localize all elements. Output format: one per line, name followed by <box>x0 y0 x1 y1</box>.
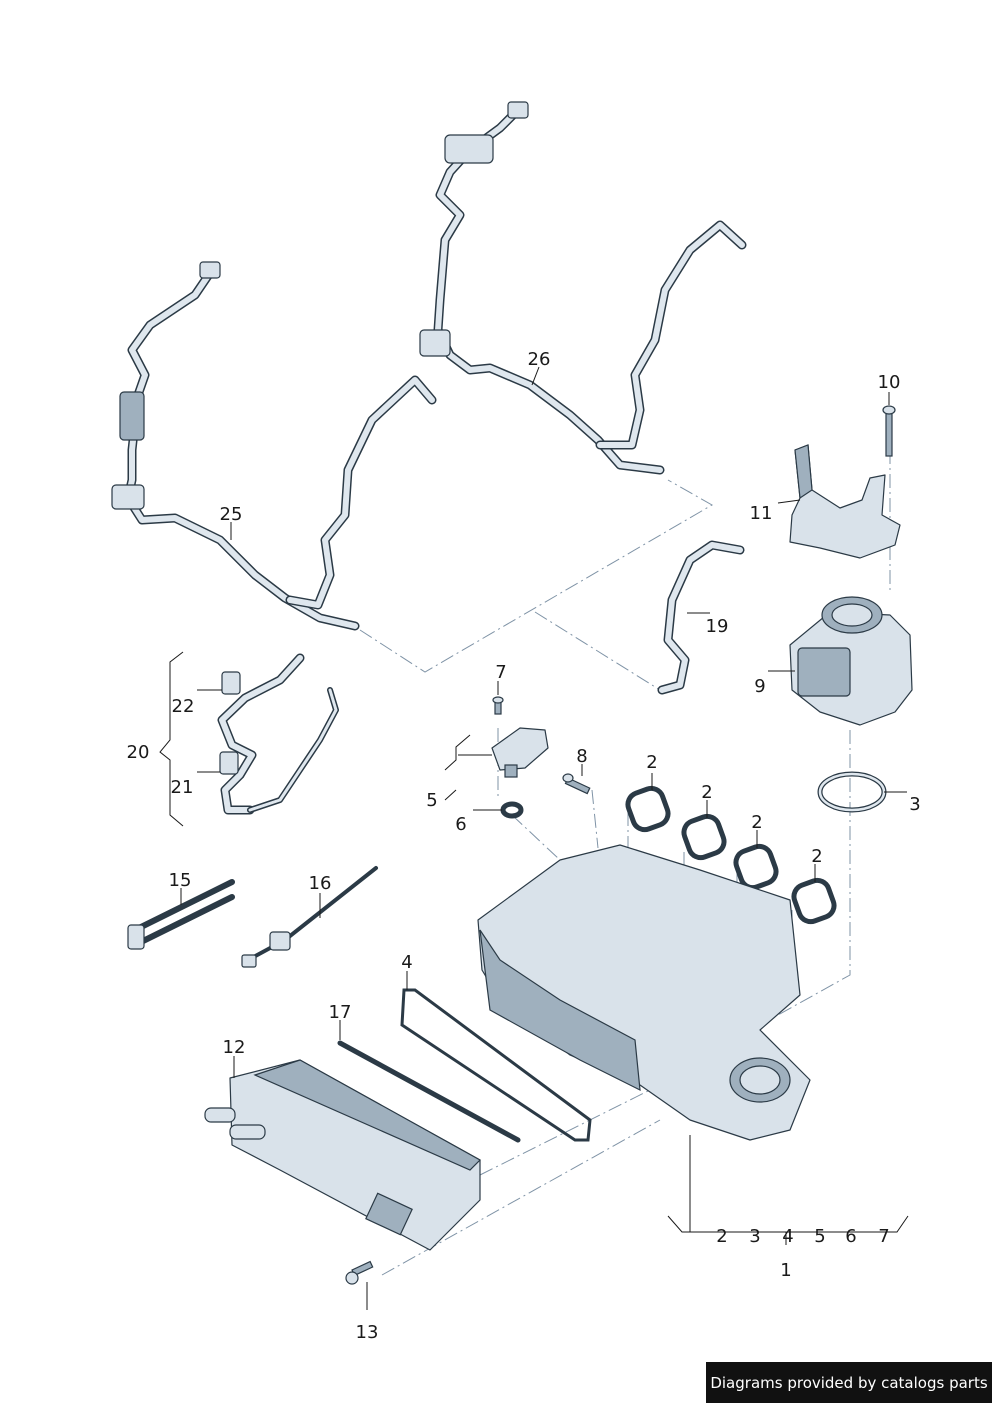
callout-19: 19 <box>706 616 729 637</box>
sub-callout-5: 5 <box>814 1226 825 1247</box>
callout-21: 21 <box>171 777 194 798</box>
callout-8: 8 <box>576 746 587 767</box>
callout-17: 17 <box>329 1002 352 1023</box>
sub-callout-2: 2 <box>716 1226 727 1247</box>
screw-10 <box>882 405 896 457</box>
hose-26 <box>419 101 747 475</box>
footer-text: Diagrams provided by catalogs parts <box>710 1373 988 1392</box>
callout-13: 13 <box>356 1322 379 1343</box>
callout-22: 22 <box>172 696 195 717</box>
callout-labels: 1 2 2 2 2 3 4 5 6 7 8 9 10 11 12 13 15 1… <box>127 349 921 1343</box>
seal-ring-3 <box>817 771 887 813</box>
callout-10: 10 <box>878 372 901 393</box>
cable-tie-15 <box>127 879 235 950</box>
callout-26: 26 <box>528 349 551 370</box>
leader-lines <box>159 366 909 1310</box>
callout-15: 15 <box>169 870 192 891</box>
sub-callout-4: 4 <box>782 1226 793 1247</box>
throttle-body-9 <box>789 596 913 726</box>
callout-2d: 2 <box>811 846 822 867</box>
gaskets-2 <box>625 785 837 925</box>
callout-7: 7 <box>495 662 506 683</box>
callout-20: 20 <box>127 742 150 763</box>
callout-3: 3 <box>909 794 920 815</box>
seal-strip-17 <box>337 1040 521 1143</box>
footer-credit: Diagrams provided by catalogs parts <box>706 1362 992 1403</box>
bracket-11 <box>789 444 901 559</box>
callout-2b: 2 <box>701 782 712 803</box>
callout-16: 16 <box>309 873 332 894</box>
callout-5: 5 <box>426 790 437 811</box>
callout-2a: 2 <box>646 752 657 773</box>
intercooler-12 <box>204 1059 481 1251</box>
callout-6: 6 <box>455 814 466 835</box>
hoses-20 <box>217 653 339 815</box>
callout-2c: 2 <box>751 812 762 833</box>
callout-9: 9 <box>754 676 765 697</box>
sub-callout-6: 6 <box>845 1226 856 1247</box>
callout-12: 12 <box>223 1037 246 1058</box>
callout-1: 1 <box>780 1260 791 1281</box>
sub-callout-7: 7 <box>878 1226 889 1247</box>
sub-callout-3: 3 <box>749 1226 760 1247</box>
callout-11: 11 <box>750 503 773 524</box>
cable-tie-16 <box>241 866 378 968</box>
hose-25 <box>111 261 437 631</box>
callout-4: 4 <box>401 952 412 973</box>
sensor-5 <box>491 696 591 819</box>
gasket-4 <box>400 988 592 1142</box>
intake-manifold-1 <box>477 844 811 1141</box>
callout-25: 25 <box>220 504 243 525</box>
hose-19 <box>657 540 745 695</box>
screw-13 <box>345 1260 374 1285</box>
